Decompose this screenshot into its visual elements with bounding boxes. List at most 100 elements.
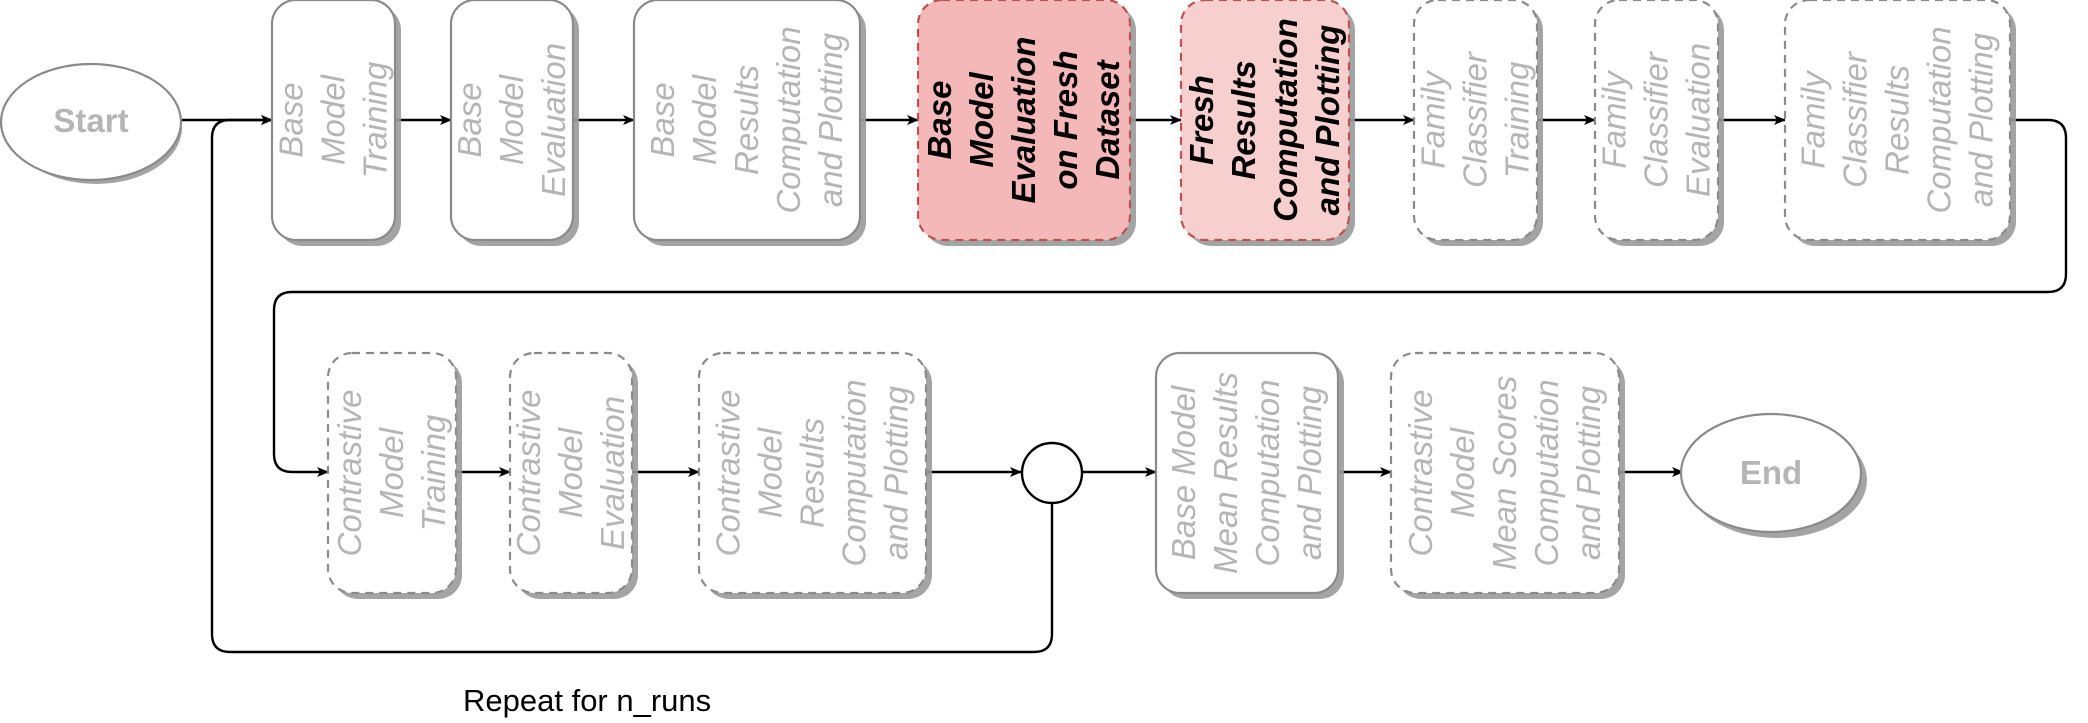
family-classifier-evaluation-label-line: Classifier	[1638, 50, 1675, 188]
arrow-loop-back	[210, 115, 1054, 654]
terminals: Start End	[0, 62, 1867, 538]
family-classifier-evaluation-label-line: Family	[1596, 69, 1633, 169]
contrastive-model-training-label-line: Model	[373, 426, 410, 518]
base-model-fresh-evaluation-label-line: Model	[963, 72, 1000, 168]
end-terminal	[1679, 412, 1863, 534]
contrastive-model-results-rect	[697, 351, 928, 595]
base-model-training-rect	[270, 0, 397, 242]
contrastive-model-results-label-line: Model	[752, 426, 789, 518]
base-model-fresh-evaluation-label-line: Base	[921, 81, 958, 160]
family-classifier-results-label-line: Results	[1879, 65, 1916, 175]
base-model-results-label-line: Model	[686, 73, 723, 165]
base-model-training-label-line: Model	[315, 73, 352, 165]
end-label: End	[1740, 454, 1802, 491]
family-classifier-results-label-line: Family	[1795, 69, 1832, 169]
contrastive-model-mean-scores-rect	[1389, 351, 1621, 595]
family-classifier-results-label-line: Classifier	[1837, 50, 1874, 188]
contrastive-model-mean-scores-label-line: Mean Scores	[1486, 376, 1523, 570]
start-terminal	[0, 62, 183, 182]
base-model-fresh-evaluation-rect	[916, 0, 1132, 242]
connectors	[182, 115, 2068, 654]
base-model-evaluation-label-line: Base	[451, 82, 488, 157]
family-classifier-results-rect	[1783, 0, 2012, 242]
base-model-training-label-line: Base	[273, 82, 310, 157]
family-classifier-training-rect	[1412, 0, 1539, 242]
fresh-results-label-line: Fresh	[1183, 75, 1220, 165]
fresh-results-label-line: and Plotting	[1309, 25, 1346, 216]
base-model-evaluation-label-line: Evaluation	[535, 43, 572, 197]
contrastive-model-mean-scores-label-line: Computation	[1528, 379, 1565, 566]
base-model-results-label-line: and Plotting	[812, 32, 849, 207]
contrastive-model-results-label-line: Contrastive	[710, 390, 747, 557]
contrastive-model-results-label-line: Computation	[836, 379, 873, 566]
base-model-fresh-evaluation-label-line: Dataset	[1089, 58, 1126, 179]
base-model-training-label-line: Training	[357, 61, 394, 178]
contrastive-model-mean-scores-label-line: Model	[1444, 426, 1481, 518]
contrastive-model-evaluation-label-line: Model	[552, 426, 589, 518]
contrastive-model-training-label-line: Training	[415, 414, 452, 531]
loop-junction	[1020, 441, 1084, 505]
base-model-mean-results-label-line: and Plotting	[1291, 385, 1328, 560]
loop-caption: Repeat for n_runs	[463, 683, 711, 718]
contrastive-model-results-label-line: and Plotting	[878, 385, 915, 560]
family-classifier-training-label-line: Family	[1415, 69, 1452, 169]
base-model-results-label-line: Computation	[770, 26, 807, 213]
contrastive-model-training-label-line: Contrastive	[331, 390, 368, 557]
base-model-results-label-line: Base	[644, 82, 681, 157]
contrastive-model-mean-scores-label-line: and Plotting	[1570, 385, 1607, 560]
base-model-fresh-evaluation-label-line: Evaluation	[1005, 37, 1042, 204]
base-model-mean-results-label-line: Base Model	[1165, 384, 1202, 560]
family-classifier-results-label-line: and Plotting	[1963, 32, 2000, 207]
family-classifier-results-label-line: Computation	[1921, 26, 1958, 213]
fresh-results-label-line: Computation	[1267, 18, 1304, 221]
contrastive-model-evaluation-label-line: Contrastive	[510, 390, 547, 557]
fresh-results-label-line: Results	[1225, 60, 1262, 179]
contrastive-model-mean-scores-label-line: Contrastive	[1402, 390, 1439, 557]
arrow-row-wrap	[272, 118, 2068, 477]
base-model-results-rect	[632, 0, 862, 242]
contrastive-model-evaluation-rect	[508, 351, 634, 595]
family-classifier-evaluation-rect	[1593, 0, 1720, 242]
family-classifier-training-label-line: Classifier	[1457, 50, 1494, 188]
base-model-mean-results-label-line: Mean Results	[1207, 372, 1244, 574]
fresh-results-rect	[1179, 0, 1351, 242]
base-model-fresh-evaluation-label-line: on Fresh	[1047, 50, 1084, 189]
contrastive-model-evaluation-label-line: Evaluation	[594, 396, 631, 550]
base-model-results-label-line: Results	[728, 65, 765, 175]
contrastive-model-training-rect	[326, 351, 458, 595]
base-model-mean-results-label-line: Computation	[1249, 379, 1286, 566]
contrastive-model-results-label-line: Results	[794, 418, 831, 528]
base-model-evaluation-label-line: Model	[493, 73, 530, 165]
family-classifier-training-label-line: Training	[1499, 61, 1536, 178]
start-label: Start	[53, 102, 128, 139]
base-model-mean-results-rect	[1154, 351, 1340, 595]
